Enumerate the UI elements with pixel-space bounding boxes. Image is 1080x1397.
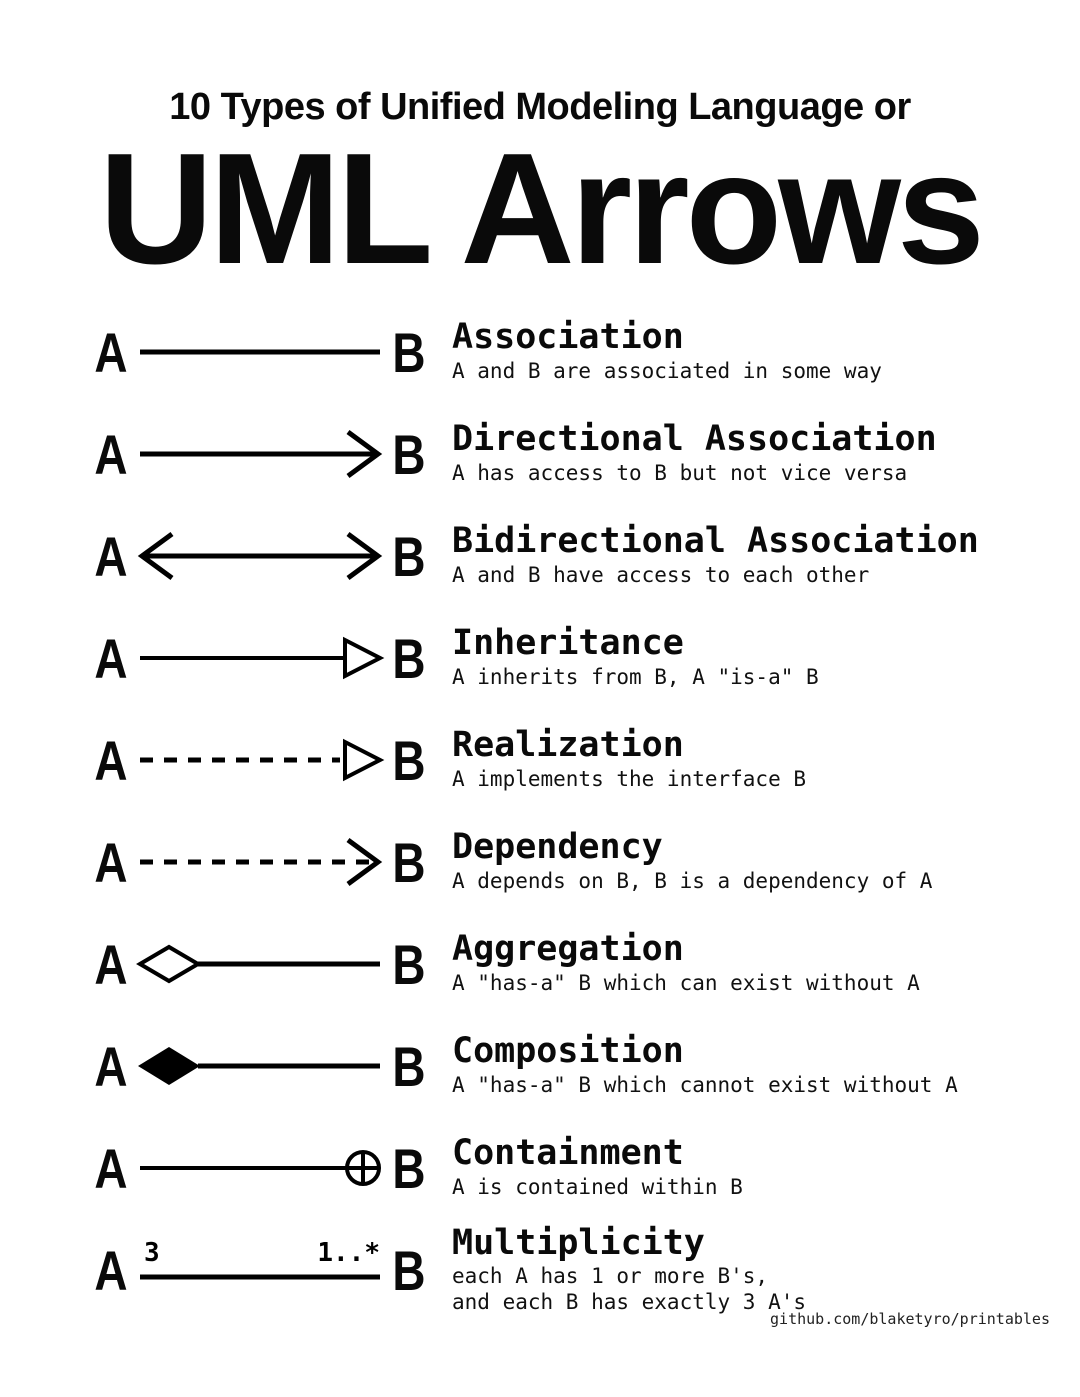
- endpoint-b-label: B: [392, 728, 426, 792]
- arrow-type-name: Association: [452, 317, 684, 358]
- endpoint-a-label: A: [94, 728, 128, 792]
- multiplicity-info: Multiplicity each A has 1 or more B's, a…: [452, 1222, 807, 1316]
- arrow-type-description: each A has 1 or more B's, and each B has…: [452, 1264, 807, 1314]
- containment-arrow-graphic: A B: [88, 1133, 438, 1203]
- arrow-type-name: Realization: [452, 725, 684, 766]
- inheritance-info: Inheritance A inherits from B, A "is-a" …: [452, 625, 819, 690]
- arrow-type-name: Dependency: [452, 827, 663, 868]
- arrow-type-name: Composition: [452, 1031, 684, 1072]
- endpoint-a-label: A: [94, 524, 128, 588]
- endpoint-b-label: B: [392, 1034, 426, 1098]
- arrow-type-description: A is contained within B: [452, 1175, 743, 1200]
- dependency-info: Dependency A depends on B, B is a depend…: [452, 829, 932, 894]
- multiplicity-arrow-graphic: A 3 1..* B: [88, 1235, 438, 1305]
- directional-association-info: Directional Association A has access to …: [452, 421, 937, 486]
- arrow-type-name: Multiplicity: [452, 1222, 705, 1263]
- dependency-arrow-graphic: A B: [88, 827, 438, 897]
- containment-info: Containment A is contained within B: [452, 1135, 743, 1200]
- containment-arrow-icon: [140, 1150, 381, 1187]
- directional-association-arrow-graphic: A B: [88, 419, 438, 489]
- aggregation-arrow-icon: [136, 944, 380, 984]
- arrow-type-description: A depends on B, B is a dependency of A: [452, 869, 933, 894]
- bidirectional-association-arrow-icon: [137, 532, 383, 581]
- arrow-type-name: Directional Association: [452, 419, 937, 460]
- uml-row-aggregation: A B Aggregation A "has-a" B which can ex…: [88, 913, 1080, 1015]
- arrow-type-name: Inheritance: [452, 623, 684, 664]
- directional-association-arrow-icon: [140, 430, 383, 479]
- uml-row-bidirectional-association: A B Bidirectional Association A and B ha…: [88, 505, 1080, 607]
- inheritance-arrow-icon: [140, 636, 385, 680]
- arrow-rows-list: A B Association A and B are associated i…: [0, 301, 1080, 1321]
- inheritance-arrow-graphic: A B: [88, 623, 438, 693]
- arrow-type-description: A "has-a" B which cannot exist without A: [452, 1073, 958, 1098]
- endpoint-a-label: A: [94, 320, 128, 384]
- multiplicity-start-label: 3: [144, 1238, 160, 1268]
- realization-info: Realization A implements the interface B: [452, 727, 806, 792]
- arrow-type-description: A and B have access to each other: [452, 563, 870, 588]
- aggregation-arrow-graphic: A B: [88, 929, 438, 999]
- arrow-type-description: A inherits from B, A "is-a" B: [452, 665, 819, 690]
- uml-row-directional-association: A B Directional Association A has access…: [88, 403, 1080, 505]
- association-info: Association A and B are associated in so…: [452, 319, 882, 384]
- endpoint-b-label: B: [392, 524, 426, 588]
- poster-title: UML Arrows: [99, 121, 985, 297]
- endpoint-a-label: A: [94, 1034, 128, 1098]
- endpoint-a-label: A: [94, 1136, 128, 1200]
- uml-row-realization: A B Realization A implements the interfa…: [88, 709, 1080, 811]
- endpoint-b-label: B: [392, 1238, 426, 1302]
- realization-arrow-icon: [140, 738, 385, 782]
- dependency-arrow-icon: [140, 838, 383, 887]
- endpoint-b-label: B: [392, 830, 426, 894]
- endpoint-a-label: A: [94, 626, 128, 690]
- endpoint-b-label: B: [392, 1136, 426, 1200]
- arrow-type-name: Bidirectional Association: [452, 521, 979, 562]
- endpoint-b-label: B: [392, 626, 426, 690]
- arrow-type-name: Aggregation: [452, 929, 684, 970]
- uml-row-composition: A B Composition A "has-a" B which cannot…: [88, 1015, 1080, 1117]
- poster-supertitle: 10 Types of Unified Modeling Language or: [169, 86, 911, 128]
- multiplicity-end-label: 1..*: [317, 1238, 380, 1268]
- arrow-type-description: A implements the interface B: [452, 767, 807, 792]
- uml-row-inheritance: A B Inheritance A inherits from B, A "is…: [88, 607, 1080, 709]
- composition-info: Composition A "has-a" B which cannot exi…: [452, 1033, 958, 1098]
- uml-row-multiplicity: A 3 1..* B Multiplicity each A has 1 or …: [88, 1219, 1080, 1321]
- footer-credit: github.com/blaketyro/printables: [770, 1310, 1050, 1328]
- endpoint-a-label: A: [94, 1238, 128, 1302]
- endpoint-b-label: B: [392, 320, 426, 384]
- uml-row-containment: A B Containment A is contained within B: [88, 1117, 1080, 1219]
- realization-arrow-graphic: A B: [88, 725, 438, 795]
- composition-arrow-graphic: A B: [88, 1031, 438, 1101]
- bidirectional-association-arrow-graphic: A B: [88, 521, 438, 591]
- bidirectional-association-info: Bidirectional Association A and B have a…: [452, 523, 979, 588]
- endpoint-a-label: A: [94, 830, 128, 894]
- poster-header: 10 Types of Unified Modeling Language or…: [0, 0, 1080, 297]
- uml-row-association: A B Association A and B are associated i…: [88, 301, 1080, 403]
- endpoint-b-label: B: [392, 932, 426, 996]
- arrow-type-description: A has access to B but not vice versa: [452, 461, 908, 486]
- arrow-type-description: A "has-a" B which can exist without A: [452, 971, 920, 996]
- endpoint-b-label: B: [392, 422, 426, 486]
- association-arrow-icon: [140, 349, 380, 355]
- arrow-type-name: Containment: [452, 1133, 684, 1174]
- multiplicity-arrow-icon: 3 1..*: [140, 1238, 380, 1280]
- association-arrow-graphic: A B: [88, 317, 438, 387]
- uml-row-dependency: A B Dependency A depends on B, B is a de…: [88, 811, 1080, 913]
- endpoint-a-label: A: [94, 932, 128, 996]
- endpoint-a-label: A: [94, 422, 128, 486]
- aggregation-info: Aggregation A "has-a" B which can exist …: [452, 931, 920, 996]
- composition-arrow-icon: [138, 1047, 380, 1086]
- arrow-type-description: A and B are associated in some way: [452, 359, 882, 384]
